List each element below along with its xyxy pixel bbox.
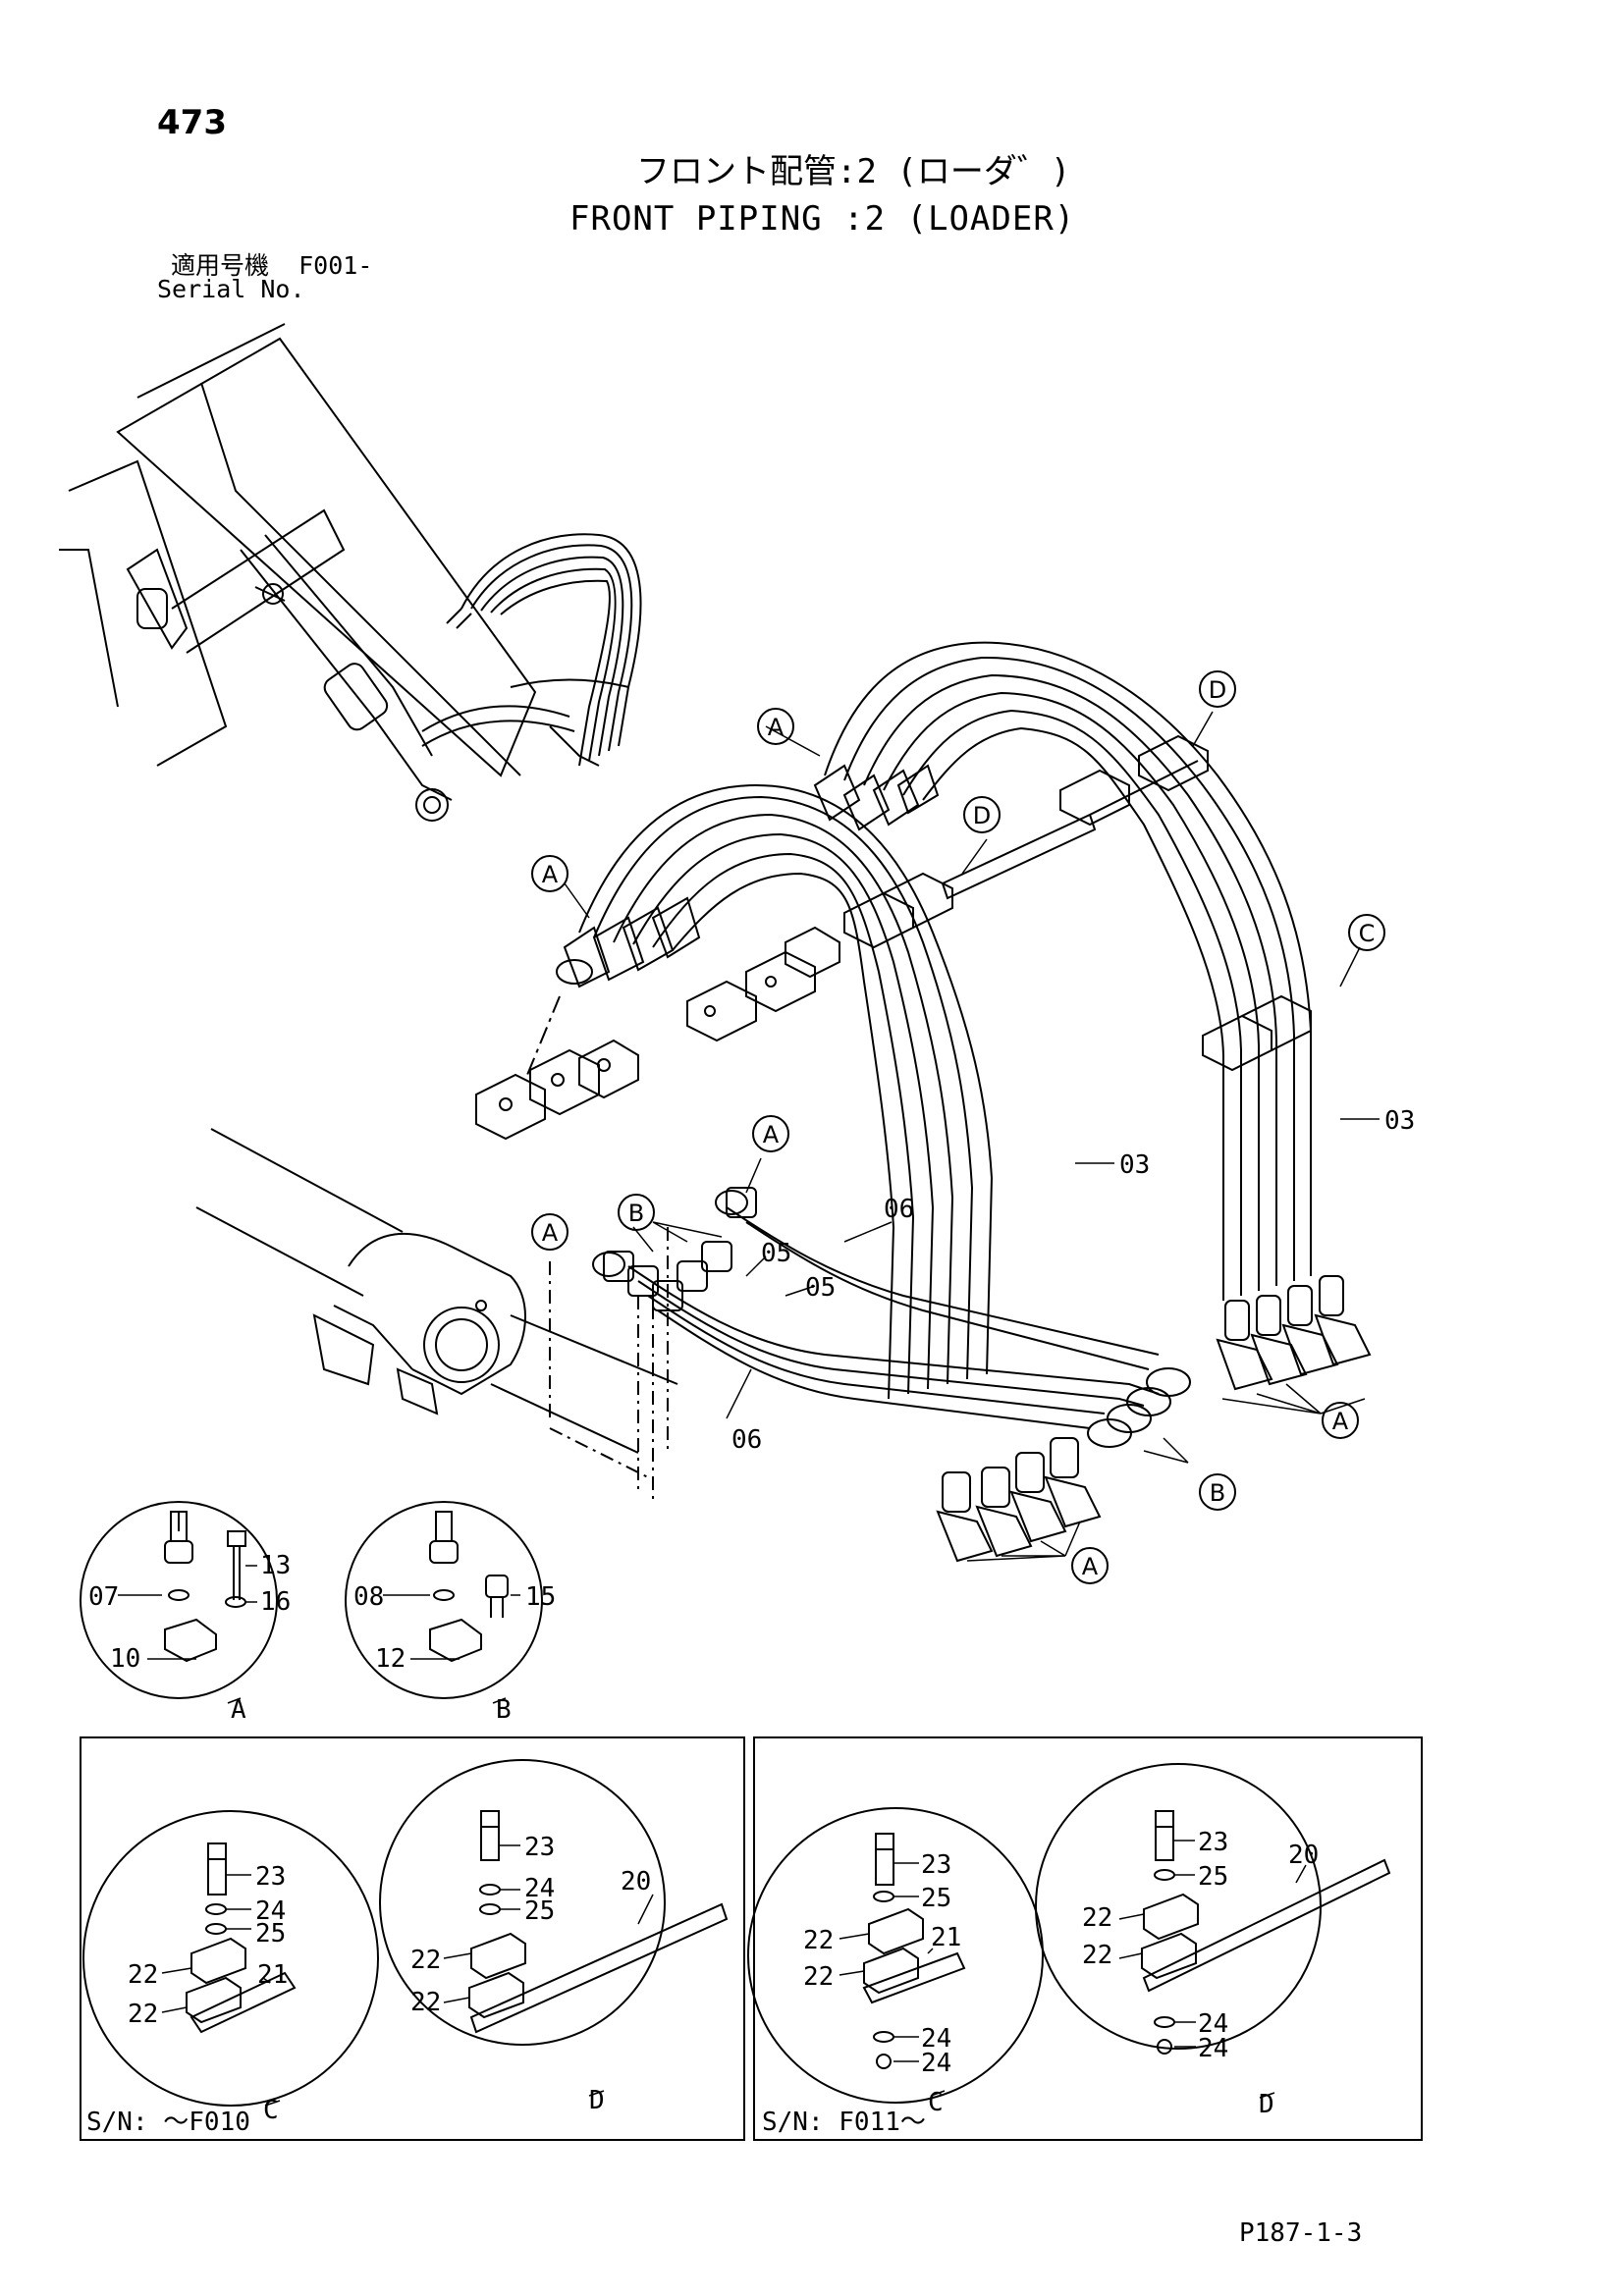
callout-05-left: 05 xyxy=(761,1239,791,1268)
callout-23-d2: 23 xyxy=(1198,1828,1228,1857)
callout-10: 10 xyxy=(110,1644,140,1674)
loader-arm-illustration xyxy=(59,323,537,822)
detail-d2-label: D xyxy=(1259,2090,1274,2119)
detail-b-label: B xyxy=(496,1695,512,1725)
svg-text:A: A xyxy=(542,861,559,888)
callout-22-d1b: 22 xyxy=(410,1988,441,2017)
svg-text:A: A xyxy=(1332,1408,1349,1435)
bubble-a-6: A xyxy=(1071,1547,1109,1584)
main-part-numbers: 03 03 06 05 05 06 xyxy=(731,1106,1415,1455)
callout-22-d2b: 22 xyxy=(1082,1941,1112,1970)
cylinder-and-lower-hoses xyxy=(195,1128,1191,1502)
page-title-japanese: フロント配管:2 (ローダ゛) xyxy=(636,152,1071,191)
bubble-a-5: A xyxy=(1322,1402,1359,1439)
svg-text:A: A xyxy=(768,714,785,741)
panel-2-serial-range: S/N: F011～ xyxy=(762,2108,926,2137)
callout-20-d1: 20 xyxy=(621,1867,651,1896)
svg-text:D: D xyxy=(973,802,991,829)
callout-06-lower: 06 xyxy=(731,1425,762,1455)
bottom-panel-2: 23 25 21 22 22 24 24 C 23 25 20 22 22 24… xyxy=(747,1736,1423,2141)
callout-24-c1: 24 xyxy=(255,1896,286,1926)
callout-12: 12 xyxy=(375,1644,406,1674)
callout-22-d2a: 22 xyxy=(1082,1903,1112,1933)
reference-bubbles: A A A A A A B B D D C xyxy=(531,670,1385,1584)
callout-22-c1b: 22 xyxy=(128,2000,158,2029)
callout-23-d1: 23 xyxy=(524,1833,555,1862)
callout-25-c1: 25 xyxy=(255,1919,286,1949)
callout-06-upper: 06 xyxy=(884,1195,914,1224)
arm-hose-bundle xyxy=(421,533,642,767)
bubble-a-2: A xyxy=(531,855,568,892)
bubble-a-4: A xyxy=(531,1213,568,1251)
callout-24-d2a: 24 xyxy=(1198,2009,1228,2039)
callout-03-left: 03 xyxy=(1119,1150,1150,1180)
detail-a: 07 10 13 16 A xyxy=(80,1501,291,1725)
svg-text:B: B xyxy=(1210,1479,1225,1507)
bubble-a-1: A xyxy=(757,708,794,745)
callout-24-d1: 24 xyxy=(524,1874,555,1903)
callout-13: 13 xyxy=(260,1551,291,1580)
leader-lines xyxy=(564,711,1380,1562)
callout-23-c1: 23 xyxy=(255,1862,286,1892)
detail-c1-label: C xyxy=(263,2096,279,2125)
callout-15: 15 xyxy=(525,1582,556,1612)
callout-05-right: 05 xyxy=(805,1273,836,1303)
callout-21-c1: 21 xyxy=(257,1960,288,1990)
bubble-c-1: C xyxy=(1348,914,1385,951)
callout-22-c2b: 22 xyxy=(803,1962,834,1992)
detail-d1-label: D xyxy=(589,2086,605,2115)
bubble-b-2: B xyxy=(1199,1473,1236,1511)
bubble-d-1: D xyxy=(963,796,1001,833)
bubble-b-1: B xyxy=(618,1194,655,1231)
callout-21-c2: 21 xyxy=(931,1923,961,1952)
detail-a-label: A xyxy=(231,1695,246,1725)
callout-22-c1a: 22 xyxy=(128,1960,158,1990)
page-number: 473 xyxy=(157,103,227,142)
callout-24-c2a: 24 xyxy=(921,2024,951,2054)
callout-24-c2b: 24 xyxy=(921,2049,951,2078)
serial-applicability: 適用号機 F001- xyxy=(171,253,372,278)
main-hose-assembly xyxy=(475,641,1372,1563)
serial-label-english: Serial No. xyxy=(157,275,305,303)
serial-label-japanese: 適用号機 xyxy=(171,251,270,280)
callout-22-c2a: 22 xyxy=(803,1926,834,1955)
bottom-panel-1: 23 24 25 21 22 22 C 23 24 25 20 22 22 D … xyxy=(80,1736,745,2141)
callout-22-d1a: 22 xyxy=(410,1946,441,1975)
serial-value: F001- xyxy=(298,251,373,280)
callout-25-d2: 25 xyxy=(1198,1862,1228,1892)
callout-08: 08 xyxy=(353,1582,384,1612)
panel-1-serial-range: S/N: ～F010 xyxy=(86,2108,250,2137)
bubble-d-2: D xyxy=(1199,670,1236,708)
detail-c2-label: C xyxy=(928,2088,944,2117)
callout-03-right: 03 xyxy=(1384,1106,1415,1136)
svg-text:B: B xyxy=(628,1200,644,1227)
detail-b: 08 12 15 B xyxy=(345,1501,556,1725)
svg-text:D: D xyxy=(1209,676,1226,704)
callout-07: 07 xyxy=(88,1582,119,1612)
callout-23-c2: 23 xyxy=(921,1850,951,1880)
svg-text:A: A xyxy=(542,1219,559,1247)
callout-20-d2: 20 xyxy=(1288,1841,1319,1870)
page-reference: P187-1-3 xyxy=(1239,2218,1363,2248)
page-title-english: FRONT PIPING :2 (LOADER) xyxy=(569,199,1076,239)
callout-16: 16 xyxy=(260,1587,291,1617)
bubble-a-3: A xyxy=(752,1115,789,1152)
callout-25-c2: 25 xyxy=(921,1884,951,1913)
callout-25-d1: 25 xyxy=(524,1896,555,1926)
svg-text:A: A xyxy=(763,1121,780,1148)
svg-text:C: C xyxy=(1359,920,1376,947)
callout-24-d2b: 24 xyxy=(1198,2034,1228,2063)
svg-text:A: A xyxy=(1082,1553,1099,1580)
